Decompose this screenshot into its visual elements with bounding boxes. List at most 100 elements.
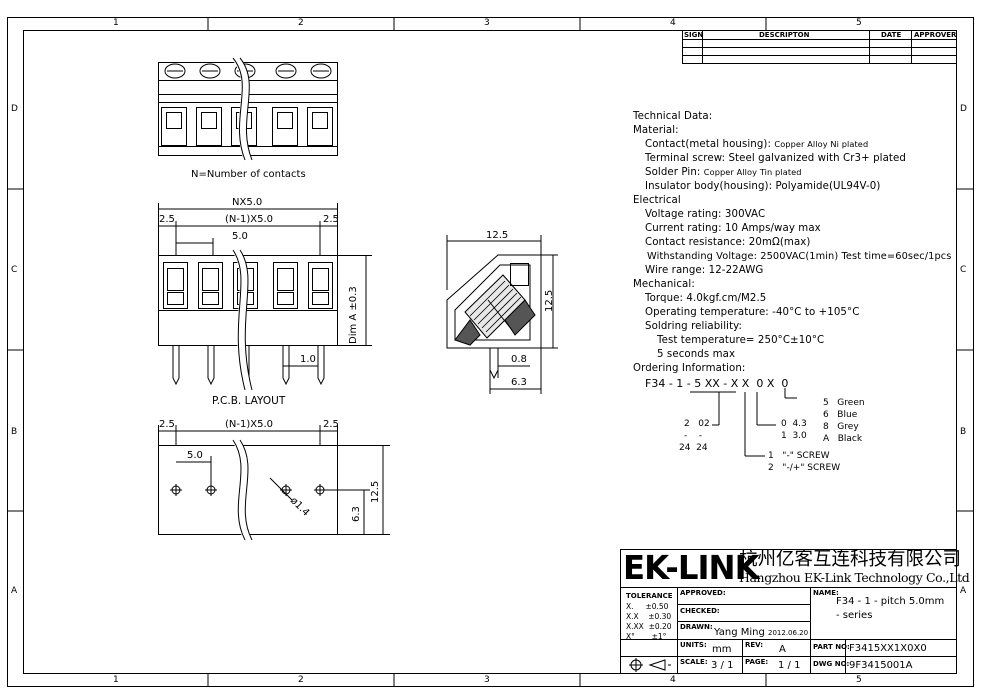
zone-ticks: [7, 17, 974, 687]
drawn-value: Yang Ming: [714, 627, 765, 638]
top-view: [158, 55, 338, 162]
pcb-dim-right: 2.5: [323, 419, 339, 430]
drawn-label: DRAWN:: [680, 623, 713, 631]
drawn-date: 2012.06.20: [768, 629, 809, 637]
revision-table-grid: [682, 30, 957, 64]
pcb-layout-view: [158, 425, 390, 542]
zone-top-5: 5: [856, 18, 862, 28]
name-label: NAME:: [813, 589, 839, 597]
tech-solder: Solder Pin: Copper Alloy Tin plated: [645, 167, 802, 178]
zone-right-c: C: [960, 265, 967, 275]
ordering-pins-b: - -: [684, 431, 702, 441]
side-dim-offset: 6.3: [511, 377, 527, 388]
zone-bottom-4: 4: [670, 675, 676, 685]
tech-mechanical: Mechanical:: [633, 279, 695, 290]
projection-symbol-icon: [629, 658, 671, 672]
tech-screw: Terminal screw: Steel galvanized with Cr…: [645, 153, 906, 164]
approved-label: APPROVED:: [680, 589, 726, 597]
ordering-color-3: 8 Grey: [823, 422, 859, 432]
tech-ordering: Ordering Information:: [633, 363, 746, 374]
tolerance-label: TOLERANCE: [626, 592, 673, 600]
zone-left-a: A: [11, 586, 18, 596]
dim-total-width: NX5.0: [232, 197, 263, 208]
zone-top-4: 4: [670, 18, 676, 28]
tech-withstanding: Withstanding Voltage: 2500VAC(1min) Test…: [647, 251, 952, 262]
front-view: [158, 203, 372, 391]
page-value: 1 / 1: [778, 660, 801, 671]
tolerance-2: X.X ±0.30: [626, 612, 672, 621]
tech-insulator: Insulator body(housing): Polyamide(UL94V…: [645, 181, 881, 192]
side-dim-width: 12.5: [486, 230, 509, 241]
dwg-no-value: 9F3415001A: [849, 660, 913, 671]
dim-pitch: 5.0: [232, 231, 248, 242]
zone-left-c: C: [11, 265, 18, 275]
tech-operating-temp: Operating temperature: -40°C to +105°C: [645, 307, 860, 318]
ordering-screw-2: 2 "-/+" SCREW: [768, 463, 841, 473]
tech-solder-detail: Copper Alloy Tin plated: [703, 167, 802, 177]
zone-left-d: D: [11, 104, 18, 114]
company-logo: EK-LINK: [623, 548, 760, 587]
zone-top-3: 3: [484, 18, 490, 28]
scale-value: 3 / 1: [711, 660, 734, 671]
tech-soldring: Soldring reliability:: [645, 321, 743, 332]
checked-label: CHECKED:: [680, 607, 720, 615]
tech-electrical: Electrical: [633, 195, 681, 206]
zone-right-d: D: [960, 104, 967, 114]
ordering-color-4: A Black: [823, 434, 863, 444]
tech-seconds: 5 seconds max: [657, 349, 736, 360]
pcb-layout-caption: P.C.B. LAYOUT: [212, 395, 286, 407]
pcb-dim-middle: (N-1)X5.0: [225, 419, 274, 430]
tolerance-3: X.XX ±0.20: [626, 622, 672, 631]
dim-right-margin: 2.5: [323, 214, 339, 225]
rev-value: A: [779, 644, 786, 655]
side-view: [446, 235, 558, 394]
rev-label: REV:: [745, 641, 764, 649]
zone-top-2: 2: [298, 18, 304, 28]
dim-height-a: Dim A ±0.3: [348, 286, 359, 344]
ordering-code: F34 - 1 - 5 XX - X X 0 X 0: [645, 377, 789, 390]
scale-label: SCALE:: [680, 658, 708, 666]
zone-top-1: 1: [113, 18, 119, 28]
pcb-dim-height: 12.5: [370, 480, 381, 503]
units-label: UNITS:: [680, 641, 707, 649]
zone-bottom-5: 5: [856, 675, 862, 685]
tech-contact-detail: Copper Alloy Ni plated: [774, 139, 869, 149]
dim-middle-span: (N-1)X5.0: [225, 214, 274, 225]
ordering-leaders: [690, 388, 797, 457]
pcb-dim-left: 2.5: [159, 419, 175, 430]
side-dim-pin: 0.8: [511, 354, 527, 365]
top-view-caption: N=Number of contacts: [191, 169, 306, 180]
zone-right-a: A: [960, 586, 967, 596]
tolerance-4: X° ±1°: [626, 632, 667, 641]
ordering-height-a: 0 4.3: [781, 419, 807, 429]
title-block-grid: [620, 549, 957, 674]
dim-pin-width: 1.0: [300, 354, 316, 365]
zone-left-b: B: [11, 427, 18, 437]
tolerance-1: X. ±0.50: [626, 602, 669, 611]
zone-right-b: B: [960, 427, 967, 437]
tech-current: Current rating: 10 Amps/way max: [645, 223, 821, 234]
name-value-2: - series: [836, 610, 873, 621]
page-label: PAGE:: [745, 658, 769, 666]
part-no-value: F3415XX1X0X0: [849, 643, 927, 654]
tech-resistance: Contact resistance: 20mΩ(max): [645, 237, 811, 248]
part-no-label: PART NO:: [813, 643, 850, 651]
pcb-dim-row: 6.3: [351, 506, 362, 522]
ordering-pins-c: 24 24: [679, 443, 708, 453]
dwg-no-label: DWG NO:: [813, 660, 850, 668]
zone-bottom-2: 2: [298, 675, 304, 685]
company-name-en: Hangzhou EK-Link Technology Co.,Ltd: [739, 570, 970, 585]
tech-title: Technical Data:: [633, 111, 713, 122]
units-value: mm: [712, 644, 732, 655]
ordering-color-1: 5 Green: [823, 398, 865, 408]
zone-bottom-1: 1: [113, 675, 119, 685]
tech-voltage: Voltage rating: 300VAC: [645, 209, 766, 220]
tech-test-temp: Test temperature= 250°C±10°C: [657, 335, 825, 346]
ordering-pins-a: 2 02: [684, 419, 710, 429]
tech-contact: Contact(metal housing): Copper Alloy Ni …: [645, 139, 869, 150]
side-dim-height: 12.5: [544, 289, 555, 312]
rev-header-sign: SIGN: [684, 31, 704, 39]
rev-header-description: DESCRIPTON: [759, 31, 810, 39]
zone-bottom-3: 3: [484, 675, 490, 685]
